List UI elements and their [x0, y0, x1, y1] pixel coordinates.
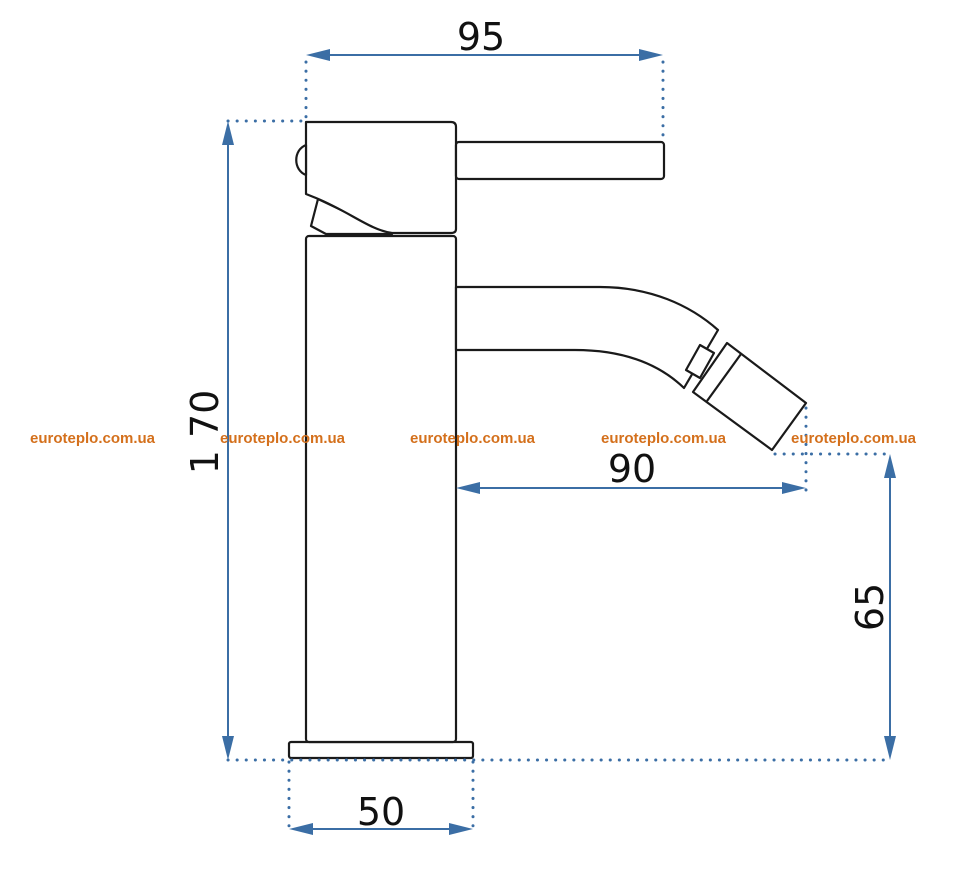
label-top-width: 95 [457, 15, 505, 59]
arrow-spout-height-top [884, 454, 896, 478]
aerator-nozzle [691, 341, 808, 452]
watermark-2: euroteplo.com.ua [220, 430, 346, 447]
aerator-ring [706, 353, 742, 402]
watermark-3: euroteplo.com.ua [410, 430, 536, 447]
base-plate [287, 740, 475, 760]
watermark-5: euroteplo.com.ua [791, 430, 917, 447]
watermark-1: euroteplo.com.ua [30, 430, 156, 447]
lever-cap [304, 120, 458, 235]
aerator-connector [684, 343, 716, 380]
arrow-top-width-left [306, 49, 330, 61]
label-spout-reach: 90 [608, 447, 656, 491]
arrow-spout-reach-left [456, 482, 480, 494]
extension-lines [226, 60, 892, 832]
arrow-total-height-top [222, 121, 234, 145]
arrow-total-height-bottom [222, 736, 234, 760]
label-base-width: 50 [357, 790, 405, 834]
arrow-spout-height-bottom [884, 736, 896, 760]
body-column [304, 234, 458, 744]
arrow-base-width-right [449, 823, 473, 835]
spout [454, 285, 720, 390]
lever-handle [454, 140, 666, 181]
arrow-top-width-right [639, 49, 663, 61]
faucet-outline [287, 120, 808, 760]
watermark-4: euroteplo.com.ua [601, 430, 727, 447]
watermark-row: euroteplo.com.ua euroteplo.com.ua eurote… [30, 430, 917, 447]
dimension-labels: 95 1 70 90 65 50 [183, 15, 892, 834]
arrow-spout-reach-right [782, 482, 806, 494]
label-total-height: 1 70 [183, 390, 227, 475]
label-spout-height: 65 [848, 583, 892, 631]
dimension-lines [222, 49, 896, 835]
side-knob [295, 143, 308, 177]
arrow-base-width-left [289, 823, 313, 835]
